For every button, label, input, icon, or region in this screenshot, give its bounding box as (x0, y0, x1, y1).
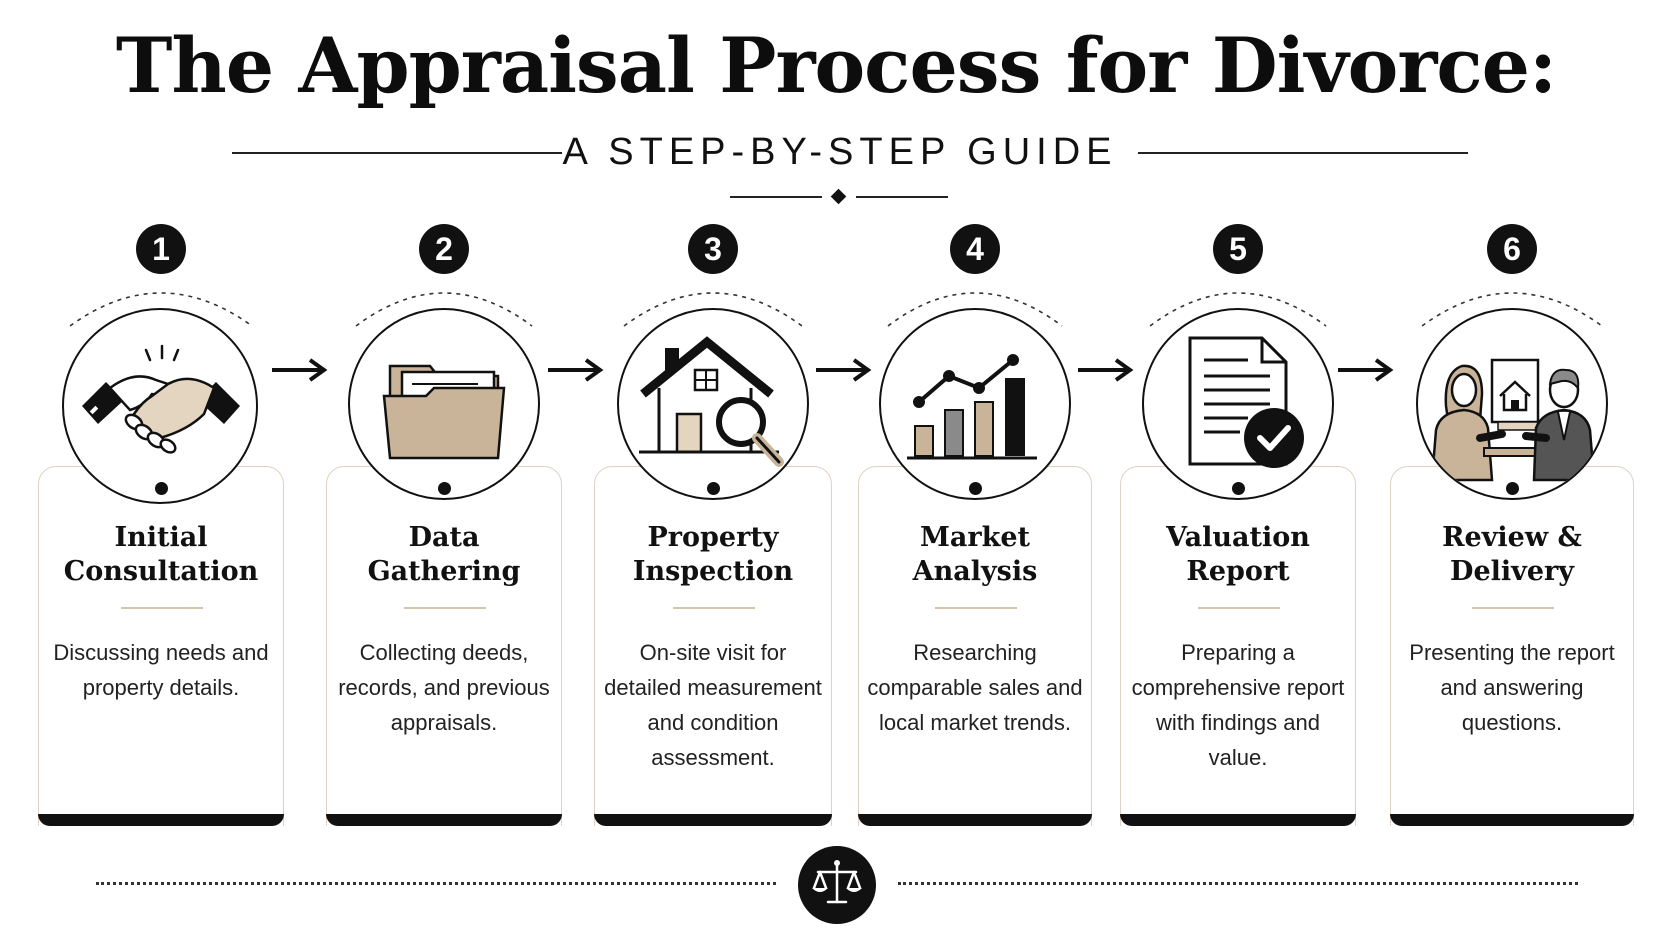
arrow-right-icon (272, 358, 328, 382)
icon-circle (1416, 308, 1608, 500)
diamond-icon (830, 188, 847, 205)
step-description: Preparing a comprehensive report with fi… (1131, 640, 1345, 770)
title-divider (1198, 607, 1280, 609)
arrow-right-icon (1338, 358, 1394, 382)
dashed-arc (887, 292, 1063, 327)
step-number-badge: 4 (950, 224, 1000, 274)
footer-dotted-rule-right (898, 882, 1578, 885)
arrow-right-icon (1078, 358, 1134, 382)
connector-dot (438, 482, 451, 495)
step-description: Researching comparable sales and local m… (867, 640, 1083, 735)
card-base (858, 814, 1092, 826)
footer-emblem (798, 846, 876, 924)
diamond-ornament (730, 188, 950, 205)
card-base (594, 814, 832, 826)
handshake-icon (82, 344, 240, 454)
icon-circle (62, 308, 258, 504)
step-number-badge: 1 (136, 224, 186, 274)
step-description: Discussing needs and property details. (53, 640, 269, 700)
icon-circle (1142, 308, 1334, 500)
footer-dotted-rule-left (96, 882, 776, 885)
card-base (38, 814, 284, 826)
step-number-badge: 5 (1213, 224, 1263, 274)
title-divider (121, 607, 203, 609)
icon-circle (879, 308, 1071, 500)
page-subtitle: A STEP-BY-STEP GUIDE (562, 131, 1118, 173)
title-divider (673, 607, 755, 609)
step-number-badge: 6 (1487, 224, 1537, 274)
card-base (326, 814, 562, 826)
icon-circle (617, 308, 809, 500)
subtitle-rule-left (232, 152, 562, 154)
bar-chart-icon (907, 354, 1037, 460)
step-number-badge: 2 (419, 224, 469, 274)
connector-dot (969, 482, 982, 495)
meeting-icon (1430, 358, 1596, 482)
connector-dot (707, 482, 720, 495)
step-title: Review &Delivery (1442, 522, 1582, 587)
step-card: Review &Delivery Presenting the report a… (1390, 466, 1634, 826)
card-base (1390, 814, 1634, 826)
step-description: Presenting the report and answering ques… (1409, 640, 1615, 735)
folder-icon (382, 364, 506, 460)
ornament-rule-left (730, 196, 822, 198)
connector-dot (1506, 482, 1519, 495)
arrow-right-icon (816, 358, 872, 382)
subtitle-rule-right (1138, 152, 1468, 154)
dashed-arc (355, 292, 533, 327)
subtitle-row: A STEP-BY-STEP GUIDE (0, 128, 1672, 176)
scales-of-justice-icon (812, 860, 862, 904)
dashed-arc (1149, 292, 1327, 327)
connector-dot (1232, 482, 1245, 495)
step-number-badge: 3 (688, 224, 738, 274)
step-description: On-site visit for detailed measurement a… (604, 640, 822, 770)
house-magnifier-icon (639, 336, 784, 467)
ornament-rule-right (856, 196, 948, 198)
title-divider (935, 607, 1017, 609)
title-divider (1472, 607, 1554, 609)
step-description: Collecting deeds, records, and previous … (338, 640, 550, 735)
arrow-right-icon (548, 358, 604, 382)
document-check-icon (1188, 336, 1304, 468)
connector-dot (155, 482, 168, 495)
card-base (1120, 814, 1356, 826)
page-title: The Appraisal Process for Divorce: (115, 21, 1557, 110)
step-6: 6 Review &Delivery Presenting the report… (1390, 216, 1634, 836)
title-divider (404, 607, 486, 609)
icon-circle (348, 308, 540, 500)
